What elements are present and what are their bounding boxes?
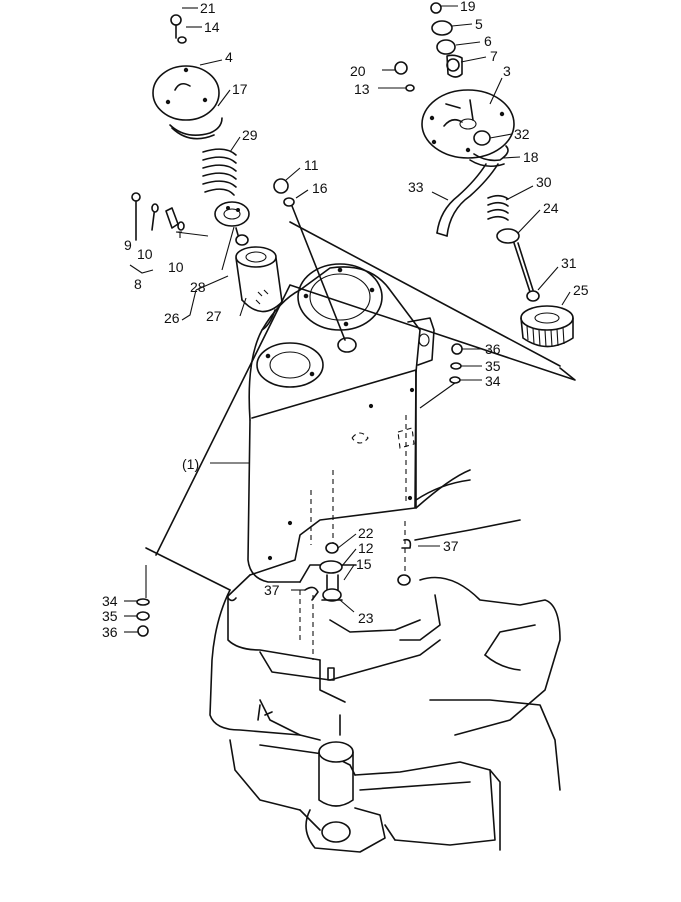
callout-32: 32 (514, 126, 530, 142)
callout-22: 22 (358, 525, 374, 541)
callout-21: 21 (200, 0, 216, 16)
callout-3: 3 (503, 63, 511, 79)
callout-35-top: 35 (485, 358, 501, 374)
center-bolt-assembly (273, 178, 346, 341)
callout-12: 12 (358, 540, 374, 556)
callout-31: 31 (561, 255, 577, 271)
callout-24: 24 (543, 200, 559, 216)
callout-37-left: 37 (264, 582, 280, 598)
drain-fittings (136, 538, 412, 637)
callout-5: 5 (475, 16, 483, 32)
left-cover-assembly (129, 14, 283, 321)
callout-27: 27 (206, 308, 222, 324)
callout-34-top: 34 (485, 373, 501, 389)
callout-16: 16 (312, 180, 328, 196)
callout-35-bottom: 35 (102, 608, 118, 624)
callout-14: 14 (204, 19, 220, 35)
callout-34-bottom: 34 (102, 593, 118, 609)
callout-9: 9 (124, 237, 132, 253)
callout-labels: 21 14 4 17 29 11 16 9 10 10 8 28 26 27 1… (102, 0, 589, 640)
callout-29: 29 (242, 127, 258, 143)
callout-18: 18 (523, 149, 539, 165)
callout-36-top: 36 (485, 341, 501, 357)
callout-6: 6 (484, 33, 492, 49)
main-housing (247, 263, 435, 660)
callout-23: 23 (358, 610, 374, 626)
callout-26: 26 (164, 310, 180, 326)
leader-lines (124, 5, 571, 633)
callout-36-bottom: 36 (102, 624, 118, 640)
callout-10b: 10 (168, 259, 184, 275)
callout-28: 28 (190, 279, 206, 295)
callout-4: 4 (225, 49, 233, 65)
callout-7: 7 (490, 48, 498, 64)
callout-15: 15 (356, 556, 372, 572)
callout-19: 19 (460, 0, 476, 14)
callout-37-right: 37 (443, 538, 459, 554)
callout-1-housing: (1) (182, 456, 199, 472)
callout-13: 13 (354, 81, 370, 97)
callout-8: 8 (134, 276, 142, 292)
callout-25: 25 (573, 282, 589, 298)
right-cover-assembly (394, 2, 574, 409)
callout-33: 33 (408, 179, 424, 195)
callout-10a: 10 (137, 246, 153, 262)
callout-17: 17 (232, 81, 248, 97)
callout-20: 20 (350, 63, 366, 79)
callout-30: 30 (536, 174, 552, 190)
machine-frame (145, 221, 576, 853)
callout-11: 11 (304, 157, 319, 173)
